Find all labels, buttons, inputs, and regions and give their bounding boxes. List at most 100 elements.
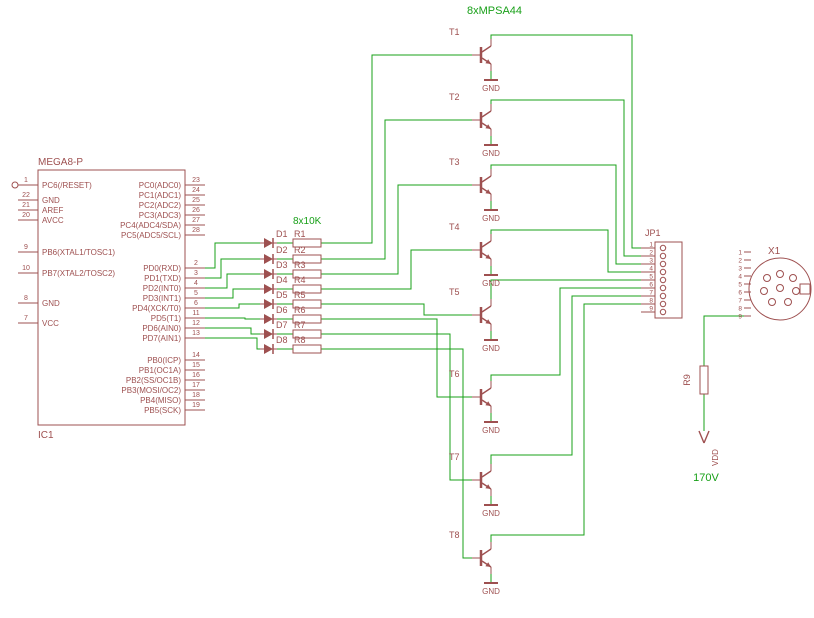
pin-number: 4 xyxy=(194,280,198,287)
x1-pin-pad xyxy=(760,287,768,295)
x1-pin-pad xyxy=(776,284,784,292)
diode-triangle xyxy=(264,254,273,264)
net-resistor-to-base xyxy=(321,184,472,275)
diode-label: D6 xyxy=(276,305,288,315)
pin-name: AREF xyxy=(42,206,63,215)
jp1-pin-pad xyxy=(659,276,667,284)
jp1-pin-pad xyxy=(659,252,667,260)
transistor-value-label: 8xMPSA44 xyxy=(467,5,522,17)
resistor-body xyxy=(292,269,322,279)
resistor-label: R5 xyxy=(294,290,306,300)
net-collector-to-jp1 xyxy=(490,303,641,542)
jp1-pin-number: 3 xyxy=(649,258,653,265)
x1-pin-pad xyxy=(789,274,797,282)
diode-triangle xyxy=(264,329,273,339)
transistor-label: T2 xyxy=(449,92,460,102)
pin-number: 10 xyxy=(22,265,30,272)
resistor-label: R8 xyxy=(294,335,306,345)
diode-triangle xyxy=(264,299,273,309)
transistor-label: T5 xyxy=(449,287,460,297)
gnd-label: GND xyxy=(482,149,500,158)
emitter-arrow xyxy=(485,59,491,64)
resistor-body xyxy=(292,329,322,339)
jp1-pin-number: 6 xyxy=(649,282,653,289)
pin-number: 15 xyxy=(192,362,200,369)
resistor-body xyxy=(292,299,322,309)
diode-triangle xyxy=(264,344,273,354)
jp1-pin-pad xyxy=(659,292,667,300)
pin-number: 26 xyxy=(192,207,200,214)
x1-pin-pad xyxy=(784,298,792,306)
pin-number: 25 xyxy=(192,197,200,204)
net-mcu-to-diode xyxy=(205,327,260,335)
pin-name: PD5(T1) xyxy=(151,314,182,323)
resistor-body xyxy=(292,314,322,324)
x1-pin-pad xyxy=(768,298,776,306)
pin-number: 6 xyxy=(194,300,198,307)
collector-arm xyxy=(481,548,492,556)
x1-pin-pad xyxy=(792,287,800,295)
jp1-pin-number: 7 xyxy=(649,290,653,297)
pin-number: 23 xyxy=(192,177,200,184)
net-resistor-to-base xyxy=(321,54,472,244)
diode-label: D8 xyxy=(276,335,288,345)
collector-arm xyxy=(481,387,492,395)
pin-name: PD4(XCK/T0) xyxy=(132,304,181,313)
gnd-label: GND xyxy=(482,279,500,288)
x1-pin-pad xyxy=(776,270,784,278)
net-mcu-to-diode xyxy=(205,288,260,299)
net-collector-to-jp1 xyxy=(490,99,641,257)
collector-arm xyxy=(481,45,492,53)
resistor-label: R1 xyxy=(294,229,306,239)
gnd-label: GND xyxy=(482,509,500,518)
pin-name: PC4(ADC4/SDA) xyxy=(120,221,181,230)
diode-label: D7 xyxy=(276,320,288,330)
net-resistor-to-base xyxy=(321,318,472,398)
pin-name: GND xyxy=(42,196,60,205)
pin-number: 1 xyxy=(24,177,28,184)
pin-name: PD3(INT1) xyxy=(143,294,182,303)
net-resistor-to-base xyxy=(321,333,472,481)
net-mcu-to-diode xyxy=(205,303,260,309)
pin-name: PB3(MOSI/OC2) xyxy=(121,386,181,395)
x1-shell xyxy=(748,257,812,321)
pin-name: PB5(SCK) xyxy=(144,406,181,415)
diode-label: D4 xyxy=(276,275,288,285)
x1-pin-number: 6 xyxy=(738,290,742,297)
net-collector-to-jp1 xyxy=(490,279,641,299)
pin-number: 16 xyxy=(192,372,200,379)
emitter-arrow xyxy=(485,319,491,324)
r9-label: R9 xyxy=(682,374,692,386)
pin-number: 28 xyxy=(192,227,200,234)
net-resistor-to-base xyxy=(321,119,472,260)
pin-name: PC0(ADC0) xyxy=(139,181,182,190)
net-mcu-to-diode xyxy=(205,242,260,269)
x1-pin-number: 2 xyxy=(738,258,742,265)
pin-name: PB6(XTAL1/TOSC1) xyxy=(42,248,115,257)
x1-label: X1 xyxy=(768,246,781,257)
row-D8: D8 R8 xyxy=(260,335,322,354)
diode-label: D3 xyxy=(276,260,288,270)
vdd-arrow xyxy=(703,430,710,444)
anode-resistor-r9: R9 xyxy=(682,365,709,395)
pin-number: 5 xyxy=(194,290,198,297)
jp1-pin-pad xyxy=(659,244,667,252)
net-resistor-to-base xyxy=(321,249,472,290)
pin-number: 17 xyxy=(192,382,200,389)
net-collector-to-jp1 xyxy=(490,34,641,249)
emitter-arrow xyxy=(485,401,491,406)
x1-pin-number: 4 xyxy=(738,274,742,281)
r9-body xyxy=(699,365,709,395)
